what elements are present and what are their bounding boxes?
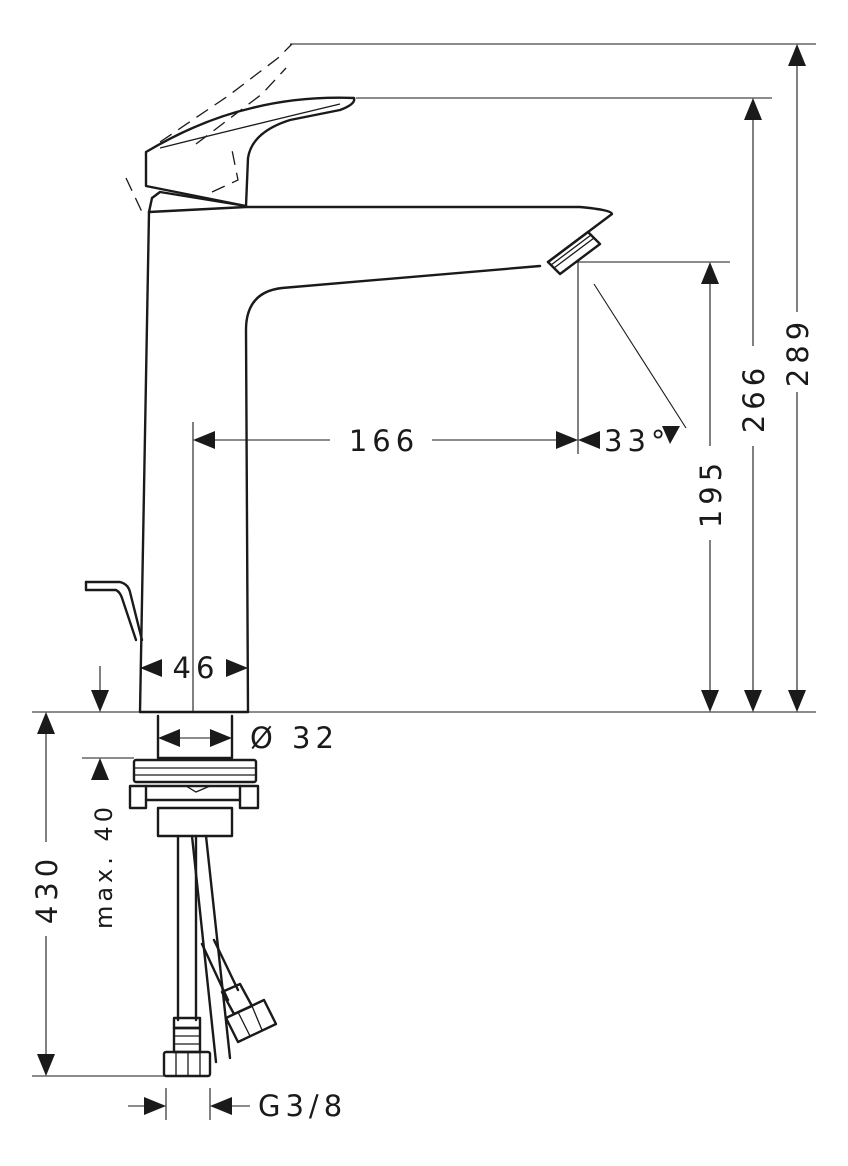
dim-shank-diameter: Ø 32 (250, 721, 339, 755)
drain-pull-rod (84, 580, 144, 642)
supply-hoses (162, 834, 278, 1078)
dimension-labels: 289 266 195 166 33° 46 Ø 32 max. 40 430 … (30, 317, 815, 1123)
dim-body-width: 46 (173, 651, 220, 685)
dim-hose-length: 430 (30, 854, 64, 924)
lever-handle (125, 43, 356, 213)
dim-handle-height: 266 (737, 363, 771, 433)
reference-lines (32, 43, 816, 1120)
dim-spray-angle: 33° (604, 424, 670, 458)
dim-max-thickness: max. 40 (90, 803, 118, 929)
dim-spout-height: 195 (694, 458, 728, 528)
dimension-lines (37, 44, 806, 1115)
aerator (546, 230, 602, 276)
dim-connection-thread: G3/8 (258, 1089, 347, 1123)
dim-spout-reach: 166 (349, 424, 419, 458)
mounting-shank (128, 714, 260, 838)
faucet-body (138, 190, 614, 714)
dim-overall-height: 289 (781, 317, 815, 387)
